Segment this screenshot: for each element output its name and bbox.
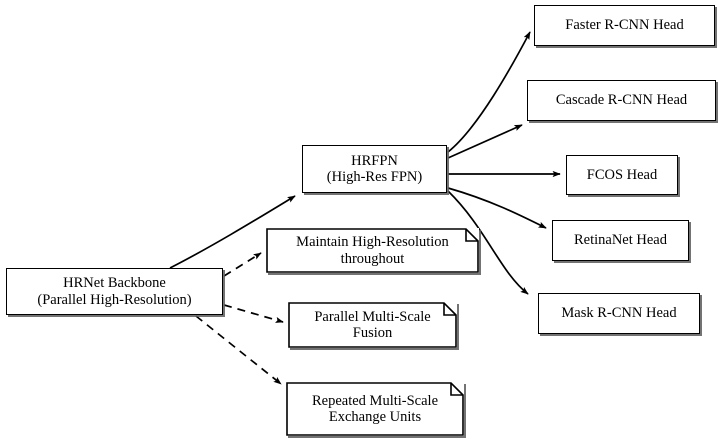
retinanet-head-node: RetinaNet Head xyxy=(552,220,689,261)
retinanet-head-node-label: RetinaNet Head xyxy=(573,232,667,249)
note-maintain-high-resolution-label: Maintain High-Resolution throughout xyxy=(296,234,449,267)
note-repeated-multi-scale-exchange-units-label: Repeated Multi-Scale Exchange Units xyxy=(311,392,439,425)
mask-rcnn-head-node: Mask R-CNN Head xyxy=(538,293,700,334)
note-parallel-multi-scale-fusion-label: Parallel Multi-Scale Fusion xyxy=(314,308,431,341)
note-maintain-high-resolution: Maintain High-Resolution throughout xyxy=(266,228,479,273)
edge-hrfpn-to-cascade-rcnn xyxy=(447,124,523,159)
hrnet-backbone-node: HRNet Backbone (Parallel High-Resolution… xyxy=(6,268,223,315)
note-parallel-multi-scale-fusion: Parallel Multi-Scale Fusion xyxy=(288,302,457,348)
note-repeated-multi-scale-exchange-units: Repeated Multi-Scale Exchange Units xyxy=(286,382,464,436)
mask-rcnn-head-node-label: Mask R-CNN Head xyxy=(561,305,677,322)
hrfpn-node: HRFPN (High-Res FPN) xyxy=(302,145,447,193)
edge-hrnet-to-note-fusion xyxy=(223,304,284,323)
cascade-rcnn-head-node: Cascade R-CNN Head xyxy=(527,80,716,121)
edge-hrnet-to-note-exchange xyxy=(195,315,282,385)
hrnet-backbone-node-label: HRNet Backbone (Parallel High-Resolution… xyxy=(37,275,192,308)
edge-hrnet-to-note-maintain xyxy=(223,252,262,277)
note-shape xyxy=(288,302,457,348)
faster-rcnn-head-node: Faster R-CNN Head xyxy=(534,5,715,46)
edge-hrfpn-to-retinanet xyxy=(447,187,547,229)
cascade-rcnn-head-node-label: Cascade R-CNN Head xyxy=(555,92,688,109)
edge-hrfpn-to-faster-rcnn xyxy=(447,31,531,153)
fcos-head-node-label: FCOS Head xyxy=(586,166,658,183)
fcos-head-node: FCOS Head xyxy=(566,155,678,195)
faster-rcnn-head-node-label: Faster R-CNN Head xyxy=(565,17,684,34)
note-shape xyxy=(286,382,464,436)
hrfpn-node-label: HRFPN (High-Res FPN) xyxy=(326,152,423,185)
